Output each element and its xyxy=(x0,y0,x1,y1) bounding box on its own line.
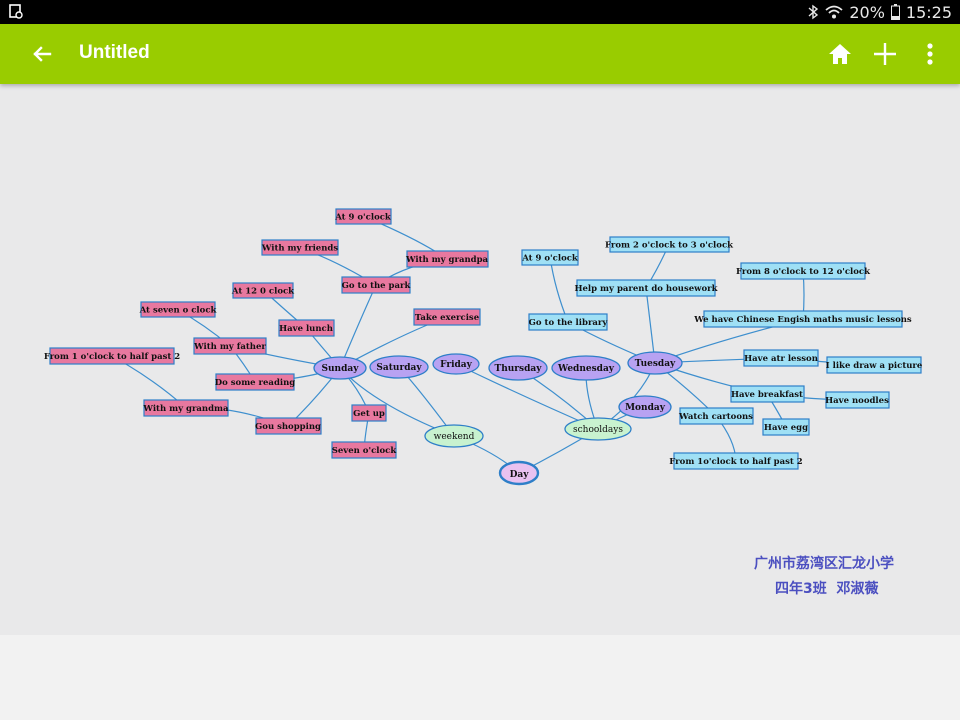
clock: 15:25 xyxy=(905,2,952,22)
day-label: Friday xyxy=(440,360,473,370)
mindmap-node[interactable]: Gou shopping xyxy=(255,417,322,435)
svg-text:Seven o'clock: Seven o'clock xyxy=(332,446,398,456)
mindmap-node[interactable]: Watch cartoons xyxy=(678,407,754,425)
mindmap-node[interactable]: With my friends xyxy=(261,239,339,256)
svg-text:Watch cartoons: Watch cartoons xyxy=(678,412,753,422)
app-bar: Untitled xyxy=(0,24,960,84)
mindmap-node[interactable]: Have egg xyxy=(762,418,810,436)
mindmap-node[interactable]: At 12 0 clock xyxy=(231,282,295,299)
day-node-thursday[interactable]: Thursday xyxy=(488,355,548,381)
mindmap-canvas[interactable]: Day weekend schooldays Sunday Saturday F… xyxy=(0,84,960,635)
svg-text:At 9 o'clock: At 9 o'clock xyxy=(521,254,579,264)
mindmap-node[interactable]: Get up xyxy=(351,404,387,422)
signature-author: 四年3班 邓淑薇 xyxy=(775,581,879,597)
home-icon[interactable] xyxy=(826,40,854,68)
svg-text:Get up: Get up xyxy=(353,409,385,419)
mindmap[interactable]: Day weekend schooldays Sunday Saturday F… xyxy=(0,84,960,635)
mindmap-node[interactable]: At 9 o'clock xyxy=(334,208,392,225)
page-title: Untitled xyxy=(79,42,150,63)
day-label: Monday xyxy=(625,403,666,413)
mindmap-node[interactable]: Have atr lesson xyxy=(743,349,819,367)
svg-text:Help my parent do housework: Help my parent do housework xyxy=(574,284,718,294)
mindmap-node[interactable]: Seven o'clock xyxy=(331,441,398,459)
bottom-panel xyxy=(0,635,960,720)
gallery-icon xyxy=(9,4,23,19)
status-bar: 20% 15:25 xyxy=(0,0,960,24)
svg-text:Go to the library: Go to the library xyxy=(529,318,609,328)
mindmap-node[interactable]: Do some reading xyxy=(215,373,296,391)
mindmap-node[interactable]: With my father xyxy=(193,337,267,355)
svg-text:At 12 0 clock: At 12 0 clock xyxy=(231,287,295,297)
bluetooth-icon xyxy=(808,4,819,20)
svg-text:Gou shopping: Gou shopping xyxy=(255,422,321,432)
svg-text:Have noodles: Have noodles xyxy=(825,396,889,406)
mindmap-node[interactable]: I like draw a picture xyxy=(826,356,923,374)
svg-text:With my father: With my father xyxy=(193,342,266,352)
svg-text:With my grandma: With my grandma xyxy=(142,404,229,414)
day-node-sunday[interactable]: Sunday xyxy=(313,356,367,380)
mindmap-node[interactable]: Go to the park xyxy=(341,276,412,294)
svg-text:From 2 o'clock to 3 o'clock: From 2 o'clock to 3 o'clock xyxy=(605,241,734,251)
back-arrow-icon[interactable] xyxy=(28,40,56,68)
mindmap-node[interactable]: Go to the library xyxy=(528,313,609,331)
wifi-icon xyxy=(825,5,843,19)
svg-text:Do some reading: Do some reading xyxy=(215,378,296,388)
schooldays-node[interactable]: schooldays xyxy=(564,417,632,441)
svg-text:From 1o'clock to half past 2: From 1o'clock to half past 2 xyxy=(669,457,802,467)
edge xyxy=(339,284,377,369)
mindmap-node[interactable]: Have lunch xyxy=(278,319,335,337)
add-icon[interactable] xyxy=(871,40,899,68)
day-node-wednesday[interactable]: Wednesday xyxy=(551,355,621,381)
tuesday-items: At 9 o'clock From 2 o'clock to 3 o'clock… xyxy=(521,236,923,470)
battery-icon xyxy=(890,4,900,20)
mindmap-node[interactable]: With my grandpa xyxy=(405,250,489,268)
day-label: Sunday xyxy=(322,364,360,374)
mindmap-node[interactable]: From 1o'clock to half past 2 xyxy=(669,452,803,470)
mindmap-node[interactable]: Help my parent do housework xyxy=(574,279,719,297)
day-node-tuesday[interactable]: Tuesday xyxy=(627,351,683,375)
schooldays-label: schooldays xyxy=(573,425,623,435)
mindmap-node[interactable]: From 8 o'clock to 12 o'clock xyxy=(736,262,871,280)
svg-text:We have Chinese Engish maths m: We have Chinese Engish maths music lesso… xyxy=(693,315,912,325)
mindmap-node[interactable]: From 2 o'clock to 3 o'clock xyxy=(605,236,734,253)
svg-text:From 8 o'clock to 12 o'clock: From 8 o'clock to 12 o'clock xyxy=(736,267,871,277)
day-label: Thursday xyxy=(495,364,543,374)
svg-text:At 9 o'clock: At 9 o'clock xyxy=(334,213,392,223)
mindmap-node[interactable]: Have breakfast xyxy=(730,385,805,403)
mindmap-node[interactable]: Have noodles xyxy=(825,391,890,409)
svg-text:Go to the park: Go to the park xyxy=(342,281,412,291)
edge xyxy=(549,256,569,323)
weekend-label: weekend xyxy=(434,432,475,442)
day-label: Wednesday xyxy=(557,364,615,374)
mindmap-node[interactable]: From 1 o'clock to half past 2 xyxy=(44,347,180,365)
svg-text:With my grandpa: With my grandpa xyxy=(405,255,489,265)
day-node-saturday[interactable]: Saturday xyxy=(369,355,429,379)
day-node-friday[interactable]: Friday xyxy=(432,353,480,375)
day-node-monday[interactable]: Monday xyxy=(618,395,672,419)
mindmap-node[interactable]: With my grandma xyxy=(142,399,229,417)
mindmap-node[interactable]: At 9 o'clock xyxy=(521,249,579,266)
battery-percent: 20% xyxy=(849,2,885,22)
mindmap-node[interactable]: At seven o clock xyxy=(139,301,218,318)
svg-text:Have lunch: Have lunch xyxy=(279,324,333,334)
mindmap-node[interactable]: Take exercise xyxy=(413,308,481,326)
svg-text:At seven o clock: At seven o clock xyxy=(139,306,218,316)
sunday-items: At 9 o'clock With my friends With my gra… xyxy=(44,208,489,459)
day-label: Saturday xyxy=(376,363,422,373)
mindmap-node[interactable]: We have Chinese Engish maths music lesso… xyxy=(693,310,912,328)
root-label: Day xyxy=(510,470,530,480)
svg-text:From 1 o'clock to half past 2: From 1 o'clock to half past 2 xyxy=(44,352,180,362)
svg-text:I like draw a picture: I like draw a picture xyxy=(826,361,923,371)
more-vert-icon[interactable] xyxy=(916,40,944,68)
weekend-node[interactable]: weekend xyxy=(424,424,484,448)
day-label: Tuesday xyxy=(635,359,676,369)
svg-text:Have breakfast: Have breakfast xyxy=(731,390,803,400)
svg-text:With my friends: With my friends xyxy=(261,244,338,254)
root-node[interactable]: Day xyxy=(498,460,540,486)
svg-text:Have atr lesson: Have atr lesson xyxy=(744,354,818,364)
signature-school: 广州市荔湾区汇龙小学 xyxy=(754,556,894,572)
svg-text:Have egg: Have egg xyxy=(764,423,808,433)
svg-text:Take exercise: Take exercise xyxy=(415,313,480,323)
